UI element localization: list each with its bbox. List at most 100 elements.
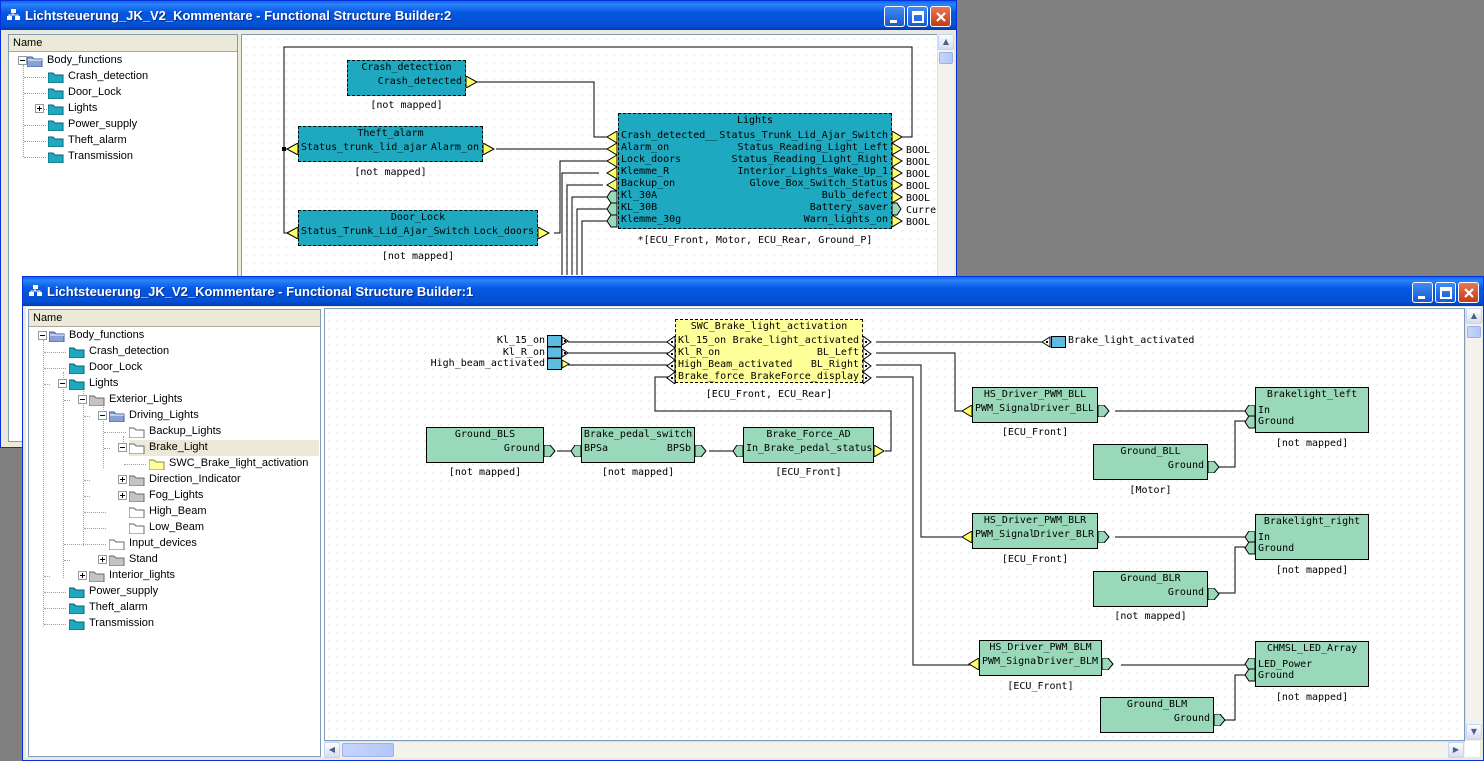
minimize-button[interactable] — [884, 6, 905, 27]
maximize-button[interactable] — [907, 6, 928, 27]
tree-item-crash-detection[interactable]: Crash_detection — [69, 344, 269, 360]
brakelight-ports[interactable] — [1244, 405, 1256, 429]
tree-item-power-supply[interactable]: Power_supply — [48, 117, 228, 133]
tree-item-backup-lights[interactable]: Backup_Lights — [129, 424, 309, 440]
vertical-scrollbar[interactable]: ▲ ▼ — [1465, 308, 1482, 741]
port-out-arrow[interactable] — [483, 143, 495, 155]
tree-item-lights[interactable]: Lights — [48, 101, 228, 117]
driver-in-arrow[interactable] — [961, 405, 973, 417]
collapse-toggle[interactable] — [118, 443, 127, 452]
brakelight-ports[interactable] — [1244, 531, 1256, 555]
pedal-in-port[interactable] — [570, 445, 582, 457]
ground-port[interactable] — [1208, 461, 1222, 473]
ground-port[interactable] — [544, 445, 558, 457]
expand-toggle[interactable] — [118, 491, 127, 500]
block-hs-driver-pwm-blm[interactable]: HS_Driver_PWM_BLM PWM_Signal Driver_BLM — [979, 640, 1102, 676]
tree-item-low-beam[interactable]: Low_Beam — [129, 520, 309, 536]
lights-input-ports[interactable] — [606, 131, 618, 231]
ground-port[interactable] — [1208, 588, 1222, 600]
scroll-left-button[interactable]: ◀ — [324, 742, 340, 758]
vertical-scrollbar[interactable]: ▲ — [937, 34, 954, 294]
maximize-button[interactable] — [1435, 282, 1456, 303]
tree-item-swc-brake-light-activation[interactable]: SWC_Brake_light_activation — [149, 456, 319, 472]
ground-port[interactable] — [1214, 714, 1228, 726]
block-brakelight-left[interactable]: Brakelight_left In Ground — [1255, 387, 1369, 433]
block-ground-blm[interactable]: Ground_BLM Ground — [1100, 697, 1214, 733]
block-lights[interactable]: Lights Crash_detected__ Alarm_on Lock_do… — [618, 113, 892, 229]
scroll-thumb[interactable] — [939, 52, 953, 64]
driver-in-arrow[interactable] — [968, 658, 980, 670]
block-ground-bls[interactable]: Ground_BLS Ground — [426, 427, 544, 463]
block-crash-detection[interactable]: Crash_detection Crash_detected — [347, 60, 466, 96]
force-out-arrow[interactable] — [874, 445, 886, 457]
expand-toggle[interactable] — [98, 555, 107, 564]
scroll-down-button[interactable]: ▼ — [1466, 724, 1482, 740]
expand-toggle[interactable] — [118, 475, 127, 484]
block-brakelight-right[interactable]: Brakelight_right In Ground — [1255, 514, 1369, 560]
force-in-port[interactable] — [732, 445, 744, 457]
close-button[interactable] — [1458, 282, 1479, 303]
driver-out-port[interactable] — [1098, 531, 1112, 543]
minimize-button[interactable] — [1412, 282, 1433, 303]
scroll-up-button[interactable]: ▲ — [1466, 308, 1482, 324]
titlebar-fsb-2[interactable]: Lichtsteuerung_JK_V2_Kommentare - Functi… — [1, 1, 956, 30]
port-out-arrow[interactable] — [466, 76, 478, 88]
port-in-arrow[interactable] — [287, 227, 299, 239]
block-ground-blr[interactable]: Ground_BLR Ground — [1093, 571, 1208, 607]
block-brake-pedal-switch[interactable]: Brake_pedal_switch BPSa BPSb — [581, 427, 695, 463]
output-port-box[interactable] — [1041, 336, 1069, 349]
lights-output-ports[interactable] — [892, 131, 904, 231]
driver-out-port[interactable] — [1098, 405, 1112, 417]
collapse-toggle[interactable] — [38, 331, 47, 340]
driver-out-port[interactable] — [1102, 658, 1116, 670]
block-door-lock[interactable]: Door_Lock Status_Trunk_Lid_Ajar_Switch L… — [298, 210, 538, 246]
collapse-toggle[interactable] — [58, 379, 67, 388]
tree-item-door-lock[interactable]: Door_Lock — [48, 85, 228, 101]
expand-toggle[interactable] — [78, 571, 87, 580]
diagram-canvas-2[interactable]: Crash_detection Crash_detected [not mapp… — [241, 34, 954, 294]
tree-item-brake-light[interactable]: Brake_Light — [129, 440, 319, 456]
chmsl-ports[interactable] — [1244, 658, 1256, 682]
tree-item-theft-alarm[interactable]: Theft_alarm — [69, 600, 249, 616]
tree-item-stand[interactable]: Stand — [109, 552, 289, 568]
scroll-thumb[interactable] — [1467, 326, 1481, 338]
scroll-up-button[interactable]: ▲ — [938, 34, 954, 50]
pedal-out-port[interactable] — [695, 445, 709, 457]
tree-item-direction-indicator[interactable]: Direction_Indicator — [129, 472, 309, 488]
swc-input-ports[interactable] — [666, 336, 676, 384]
tree-item-transmission[interactable]: Transmission — [48, 149, 228, 165]
collapse-toggle[interactable] — [18, 56, 27, 65]
tree-item-lights[interactable]: Lights — [69, 376, 269, 392]
block-theft-alarm[interactable]: Theft_alarm Status_trunk_lid_ajar Alarm_… — [298, 126, 483, 162]
tree-item-body-functions[interactable]: Body_functions — [27, 53, 227, 69]
tree-item-transmission[interactable]: Transmission — [69, 616, 249, 632]
tree-item-fog-lights[interactable]: Fog_Lights — [129, 488, 309, 504]
block-swc-brake-light-activation[interactable]: SWC_Brake_light_activation Kl_15_on Kl_R… — [675, 319, 863, 383]
block-hs-driver-pwm-bll[interactable]: HS_Driver_PWM_BLL PWM_Signal Driver_BLL — [972, 387, 1098, 423]
tree-item-high-beam[interactable]: High_Beam — [129, 504, 309, 520]
block-ground-bll[interactable]: Ground_BLL Ground — [1093, 444, 1208, 480]
tree-item-driving-lights[interactable]: Driving_Lights — [109, 408, 309, 424]
close-button[interactable] — [930, 6, 951, 27]
tree-item-exterior-lights[interactable]: Exterior_Lights — [89, 392, 289, 408]
tree-item-crash-detection[interactable]: Crash_detection — [48, 69, 228, 85]
scroll-right-button[interactable]: ▶ — [1448, 742, 1464, 758]
block-chmsl-led-array[interactable]: CHMSL_LED_Array LED_Power Ground — [1255, 641, 1369, 687]
tree-item-power-supply[interactable]: Power_supply — [69, 584, 249, 600]
collapse-toggle[interactable] — [98, 411, 107, 420]
port-out-arrow[interactable] — [538, 227, 550, 239]
tree-panel[interactable]: Name — [28, 309, 321, 757]
tree-item-input-devices[interactable]: Input_devices — [109, 536, 289, 552]
input-port-boxes[interactable] — [547, 335, 571, 371]
tree-item-door-lock[interactable]: Door_Lock — [69, 360, 269, 376]
swc-output-ports[interactable] — [863, 336, 873, 384]
collapse-toggle[interactable] — [78, 395, 87, 404]
tree-item-body-functions[interactable]: Body_functions — [49, 328, 249, 344]
tree-item-interior-lights[interactable]: Interior_lights — [89, 568, 269, 584]
block-brake-force-ad[interactable]: Brake_Force_AD In_Brake_pedal_status — [743, 427, 874, 463]
horizontal-scrollbar[interactable]: ◀ ▶ — [324, 741, 1465, 758]
titlebar-fsb-1[interactable]: Lichtsteuerung_JK_V2_Kommentare - Functi… — [23, 277, 1483, 306]
diagram-canvas-1[interactable]: Kl_15_on Kl_R_on High_beam_activated SWC… — [324, 308, 1465, 741]
driver-in-arrow[interactable] — [961, 531, 973, 543]
scroll-thumb[interactable] — [342, 743, 394, 757]
